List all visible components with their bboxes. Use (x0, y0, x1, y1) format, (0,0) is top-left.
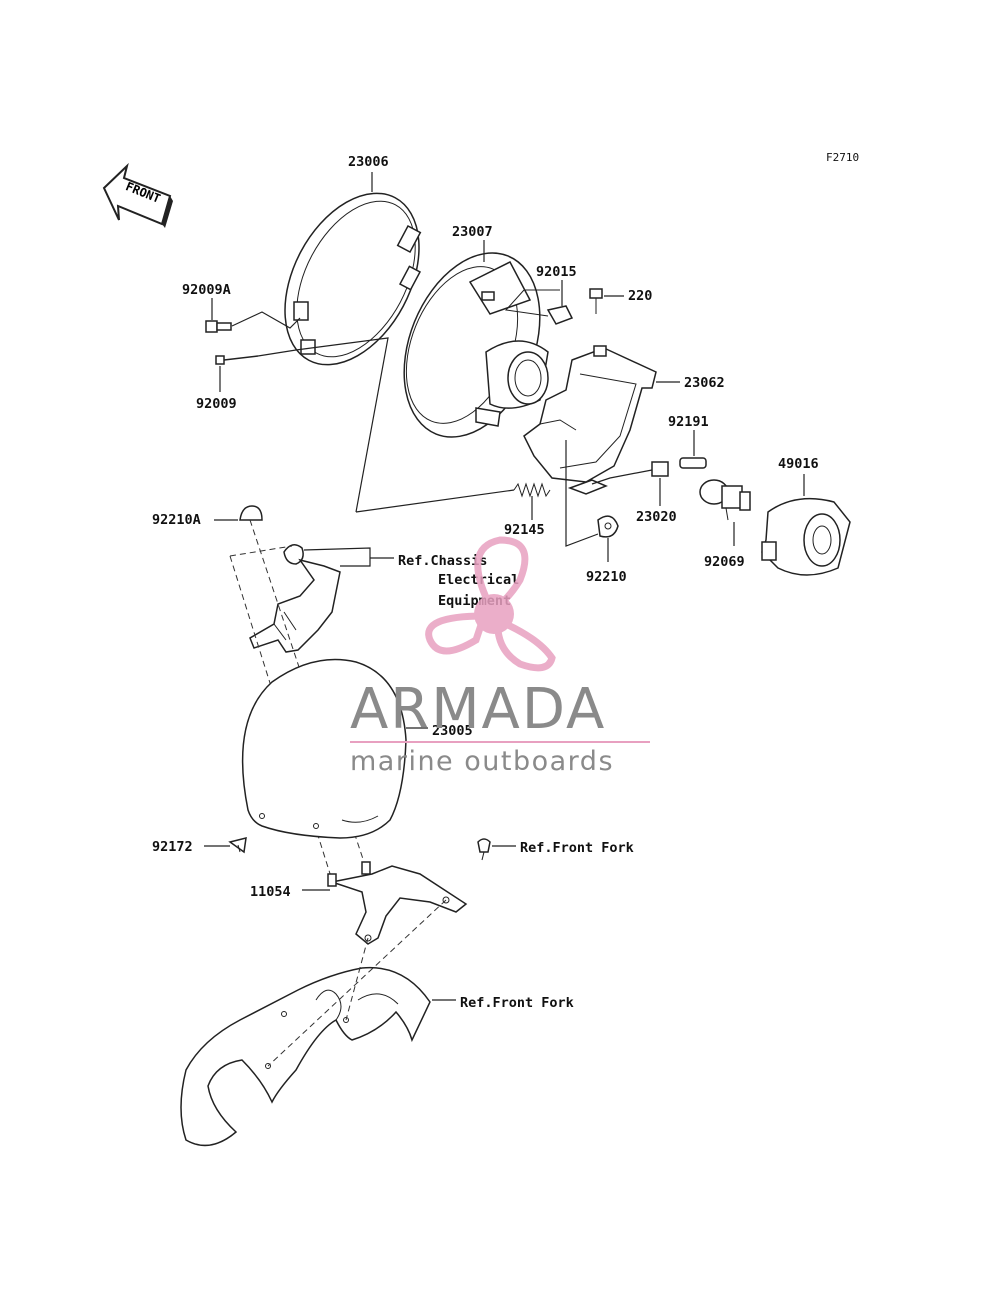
screw-220 (589, 288, 603, 314)
part-label-92069: 92069 (704, 554, 745, 570)
part-label-23007: 23007 (452, 224, 493, 240)
screw-92172 (228, 837, 247, 854)
diagram-code: F2710 (826, 151, 859, 164)
ref-front-fork-2: Ref.Front Fork (460, 995, 574, 1011)
pin-92191 (679, 457, 707, 469)
front-arrow-icon: FRONT (102, 162, 173, 228)
watermark-tagline: marine outboards (350, 746, 614, 777)
fork-screw (477, 838, 491, 861)
part-label-92009A: 92009A (182, 282, 231, 298)
cap-nut-92210A (239, 505, 263, 521)
part-label-92015: 92015 (536, 264, 577, 280)
part-label-92172: 92172 (152, 839, 193, 855)
part-label-23020: 23020 (636, 509, 677, 525)
screw-92009 (215, 355, 259, 365)
part-label-92210A: 92210A (152, 512, 201, 528)
part-label-11054: 11054 (250, 884, 291, 900)
part-label-92191: 92191 (668, 414, 709, 430)
part-label-92145: 92145 (504, 522, 545, 538)
rubber-boot-49016 (761, 497, 851, 576)
watermark-brand: ARMADA (350, 677, 606, 742)
part-label-49016: 49016 (778, 456, 819, 472)
bolt-92009A (205, 320, 232, 333)
part-label-92009: 92009 (196, 396, 237, 412)
part-label-23062: 23062 (684, 375, 725, 391)
mount-bracket-11054 (327, 861, 468, 945)
headlight-cowl-23005 (241, 658, 407, 839)
armada-watermark: ARMADA marine outboards (350, 536, 650, 777)
bulb-92069 (699, 479, 751, 521)
headlight-rim-23006 (284, 192, 422, 366)
part-label-23005: 23005 (432, 723, 473, 739)
washer-92210 (597, 515, 619, 538)
part-label-92210: 92210 (586, 569, 627, 585)
nut-92015 (546, 305, 574, 325)
socket-23020 (651, 461, 669, 477)
headlight-bracket-23062 (523, 345, 657, 495)
propeller-logo-icon (425, 536, 556, 672)
ref-chassis-line1: Ref.Chassis (398, 553, 487, 569)
chassis-bracket (249, 544, 341, 653)
part-label-23006: 23006 (348, 154, 389, 170)
part-label-220: 220 (628, 288, 652, 304)
headlight-unit-23007 (403, 252, 549, 438)
ref-front-fork-1: Ref.Front Fork (520, 840, 634, 856)
spring-92145 (513, 482, 551, 498)
fork-cover (180, 899, 447, 1147)
